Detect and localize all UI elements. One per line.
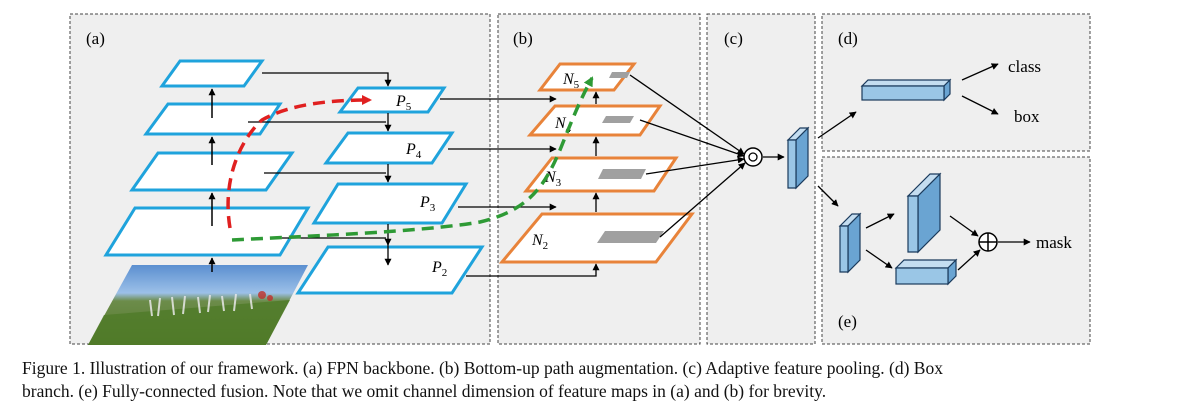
- figure-caption-line-1: Figure 1. Illustration of our framework.…: [22, 358, 943, 378]
- to-mask-branch-arrow: [817, 185, 839, 207]
- backbone-layer-4: [159, 59, 265, 88]
- panel-label-d: (d): [838, 29, 858, 48]
- class-output-label: class: [1008, 57, 1041, 76]
- backbone-layer-3: [143, 102, 283, 136]
- fpn-label-p5: P5: [395, 93, 412, 113]
- pan-label-n5: N5: [562, 71, 580, 91]
- roi-regions: [597, 72, 664, 243]
- fpn-p2: [295, 245, 485, 295]
- fpn-p4: [323, 131, 455, 165]
- pan-label-n3: N3: [544, 169, 562, 189]
- to-box-branch-arrow: [817, 111, 857, 139]
- fc-box-branch: [860, 78, 952, 102]
- panel-label-b: (b): [513, 29, 533, 48]
- framework-diagram: (a) (b) (c) (d) (e): [69, 13, 1091, 345]
- green-path: [231, 76, 594, 242]
- panel-label-a: (a): [86, 29, 105, 48]
- box-branch-out-arrows: [961, 63, 999, 115]
- box-output-label: box: [1014, 107, 1040, 126]
- mask-branch-arrows: [865, 213, 1031, 271]
- conv-feature-small: [838, 212, 862, 274]
- fc-fusion-layer: [894, 258, 958, 286]
- figure-caption-line-2: branch. (e) Fully-connected fusion. Note…: [22, 381, 827, 401]
- backbone-layer-1: [103, 206, 311, 257]
- elementwise-sum-icon: [978, 232, 998, 252]
- fpn-label-p4: P4: [405, 141, 422, 161]
- panel-label-c: (c): [724, 29, 743, 48]
- conv-feature-large: [906, 172, 942, 254]
- fpn-label-p2: P2: [431, 259, 447, 279]
- pooled-feature: [786, 126, 810, 190]
- fpn-p5: [337, 86, 447, 114]
- pooling-arrows: [629, 74, 746, 238]
- fpn-to-pan-connections: [440, 95, 600, 277]
- pan-label-n2: N2: [531, 232, 548, 252]
- mask-output-label: mask: [1036, 233, 1072, 252]
- fpn-label-p3: P3: [419, 194, 436, 214]
- panel-d: [821, 13, 1091, 152]
- red-path: [226, 95, 372, 229]
- panel-label-e: (e): [838, 312, 857, 331]
- pan-n2: [498, 212, 695, 264]
- pan-n4: [526, 104, 663, 137]
- fpn-p3: [311, 182, 469, 225]
- backbone-layer-2: [129, 151, 295, 192]
- fusion-operator: [743, 147, 763, 167]
- input-image: [88, 265, 308, 345]
